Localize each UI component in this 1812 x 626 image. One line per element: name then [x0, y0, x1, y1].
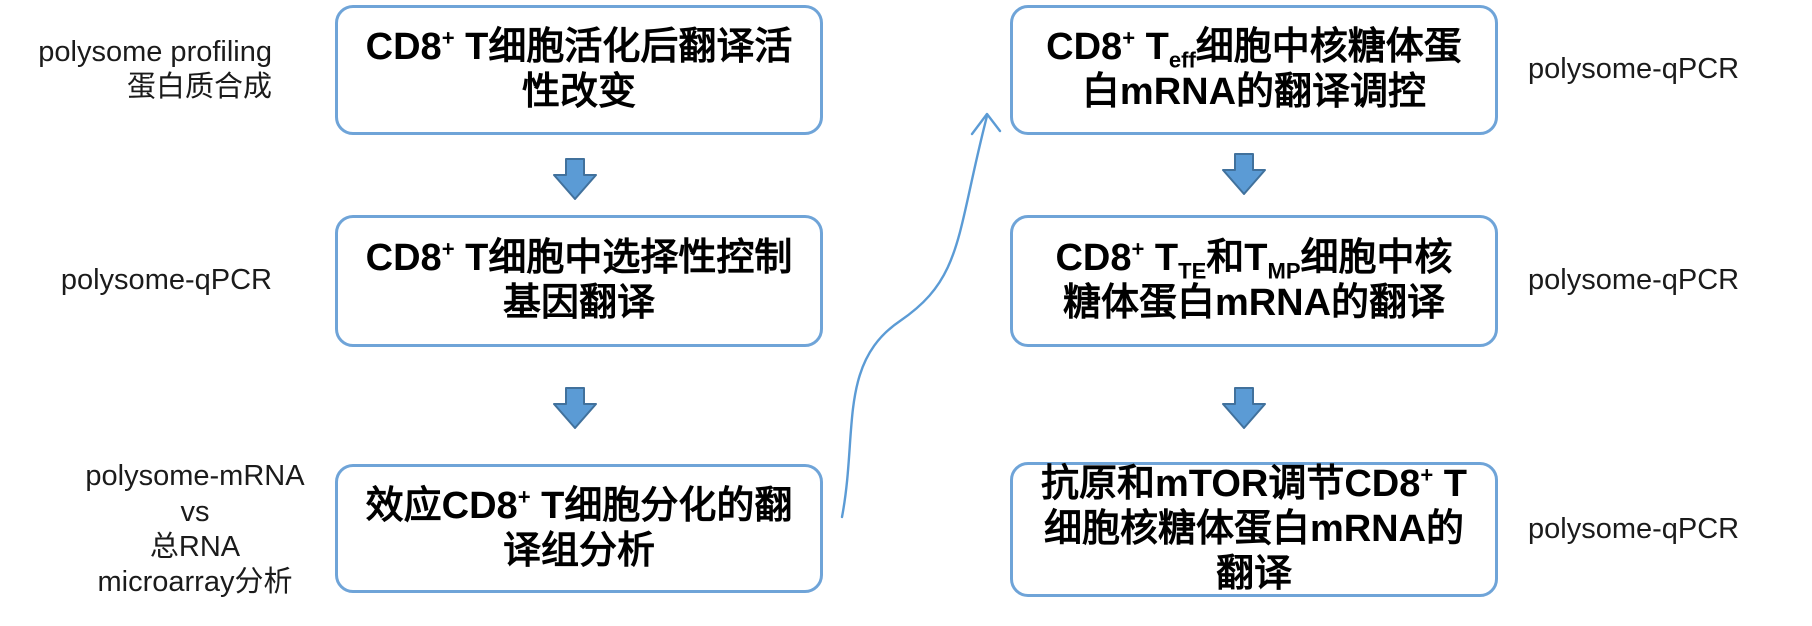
method-label-polysome-qpcr-right-3: polysome-qPCR — [1528, 512, 1740, 545]
method-label-polysome-qpcr-right-1: polysome-qPCR — [1528, 53, 1740, 86]
down-arrow-icon — [553, 387, 597, 429]
down-arrow-icon — [1222, 387, 1266, 429]
flow-box-tte-tmp-rp-translation: CD8+ TTE和TMP细胞中核糖体蛋白mRNA的翻译 — [1010, 215, 1498, 347]
down-arrow-icon — [1222, 153, 1266, 195]
flow-box-selective-control: CD8+ T细胞中选择性控制基因翻译 — [335, 215, 823, 347]
flow-box-teff-rp-regulation: CD8+ Teff细胞中核糖体蛋白mRNA的翻译调控 — [1010, 5, 1498, 135]
flow-box-text: CD8+ TTE和TMP细胞中核糖体蛋白mRNA的翻译 — [1055, 236, 1453, 324]
flow-box-text: 效应CD8+ T细胞分化的翻译组分析 — [365, 484, 793, 572]
flow-box-text: CD8+ T细胞活化后翻译活性改变 — [365, 25, 793, 113]
flow-box-text: CD8+ T细胞中选择性控制基因翻译 — [365, 236, 793, 324]
method-label-polysome-qpcr-right-2: polysome-qPCR — [1528, 264, 1740, 297]
flow-box-text: CD8+ Teff细胞中核糖体蛋白mRNA的翻译调控 — [1046, 25, 1462, 113]
flow-box-activation-translation: CD8+ T细胞活化后翻译活性改变 — [335, 5, 823, 135]
flow-box-translatome-analysis: 效应CD8+ T细胞分化的翻译组分析 — [335, 464, 823, 593]
method-label-polysome-qpcr-left: polysome-qPCR — [60, 264, 272, 297]
down-arrow-icon — [553, 158, 597, 200]
